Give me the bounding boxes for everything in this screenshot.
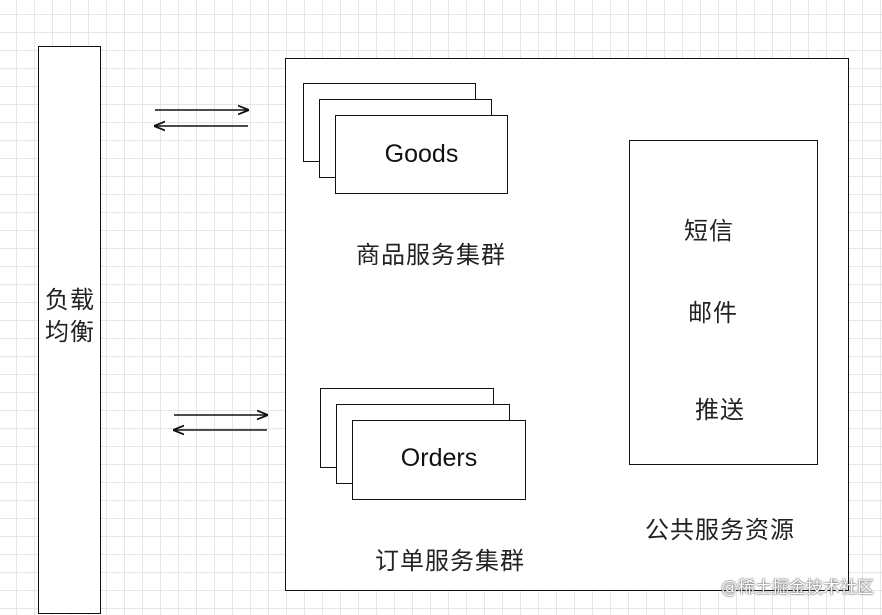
- sms-label: 短信: [684, 217, 734, 245]
- load-balancer-label: 负载 均衡: [45, 286, 95, 346]
- email-label: 邮件: [688, 299, 738, 327]
- goods-cluster-caption: 商品服务集群: [356, 241, 506, 269]
- orders-card-label: Orders: [400, 444, 478, 472]
- public-resources-box: [629, 140, 818, 465]
- watermark: @稀土掘金技术社区: [721, 578, 874, 598]
- orders-cluster-caption: 订单服务集群: [375, 547, 525, 575]
- goods-arrows: [155, 110, 248, 126]
- load-balancer-box: [38, 46, 101, 614]
- push-label: 推送: [695, 396, 745, 424]
- public-resources-caption: 公共服务资源: [645, 516, 795, 544]
- goods-card-label: Goods: [384, 140, 459, 168]
- orders-card-front: [352, 420, 526, 500]
- orders-arrows: [174, 415, 267, 430]
- goods-card-front: [335, 115, 508, 194]
